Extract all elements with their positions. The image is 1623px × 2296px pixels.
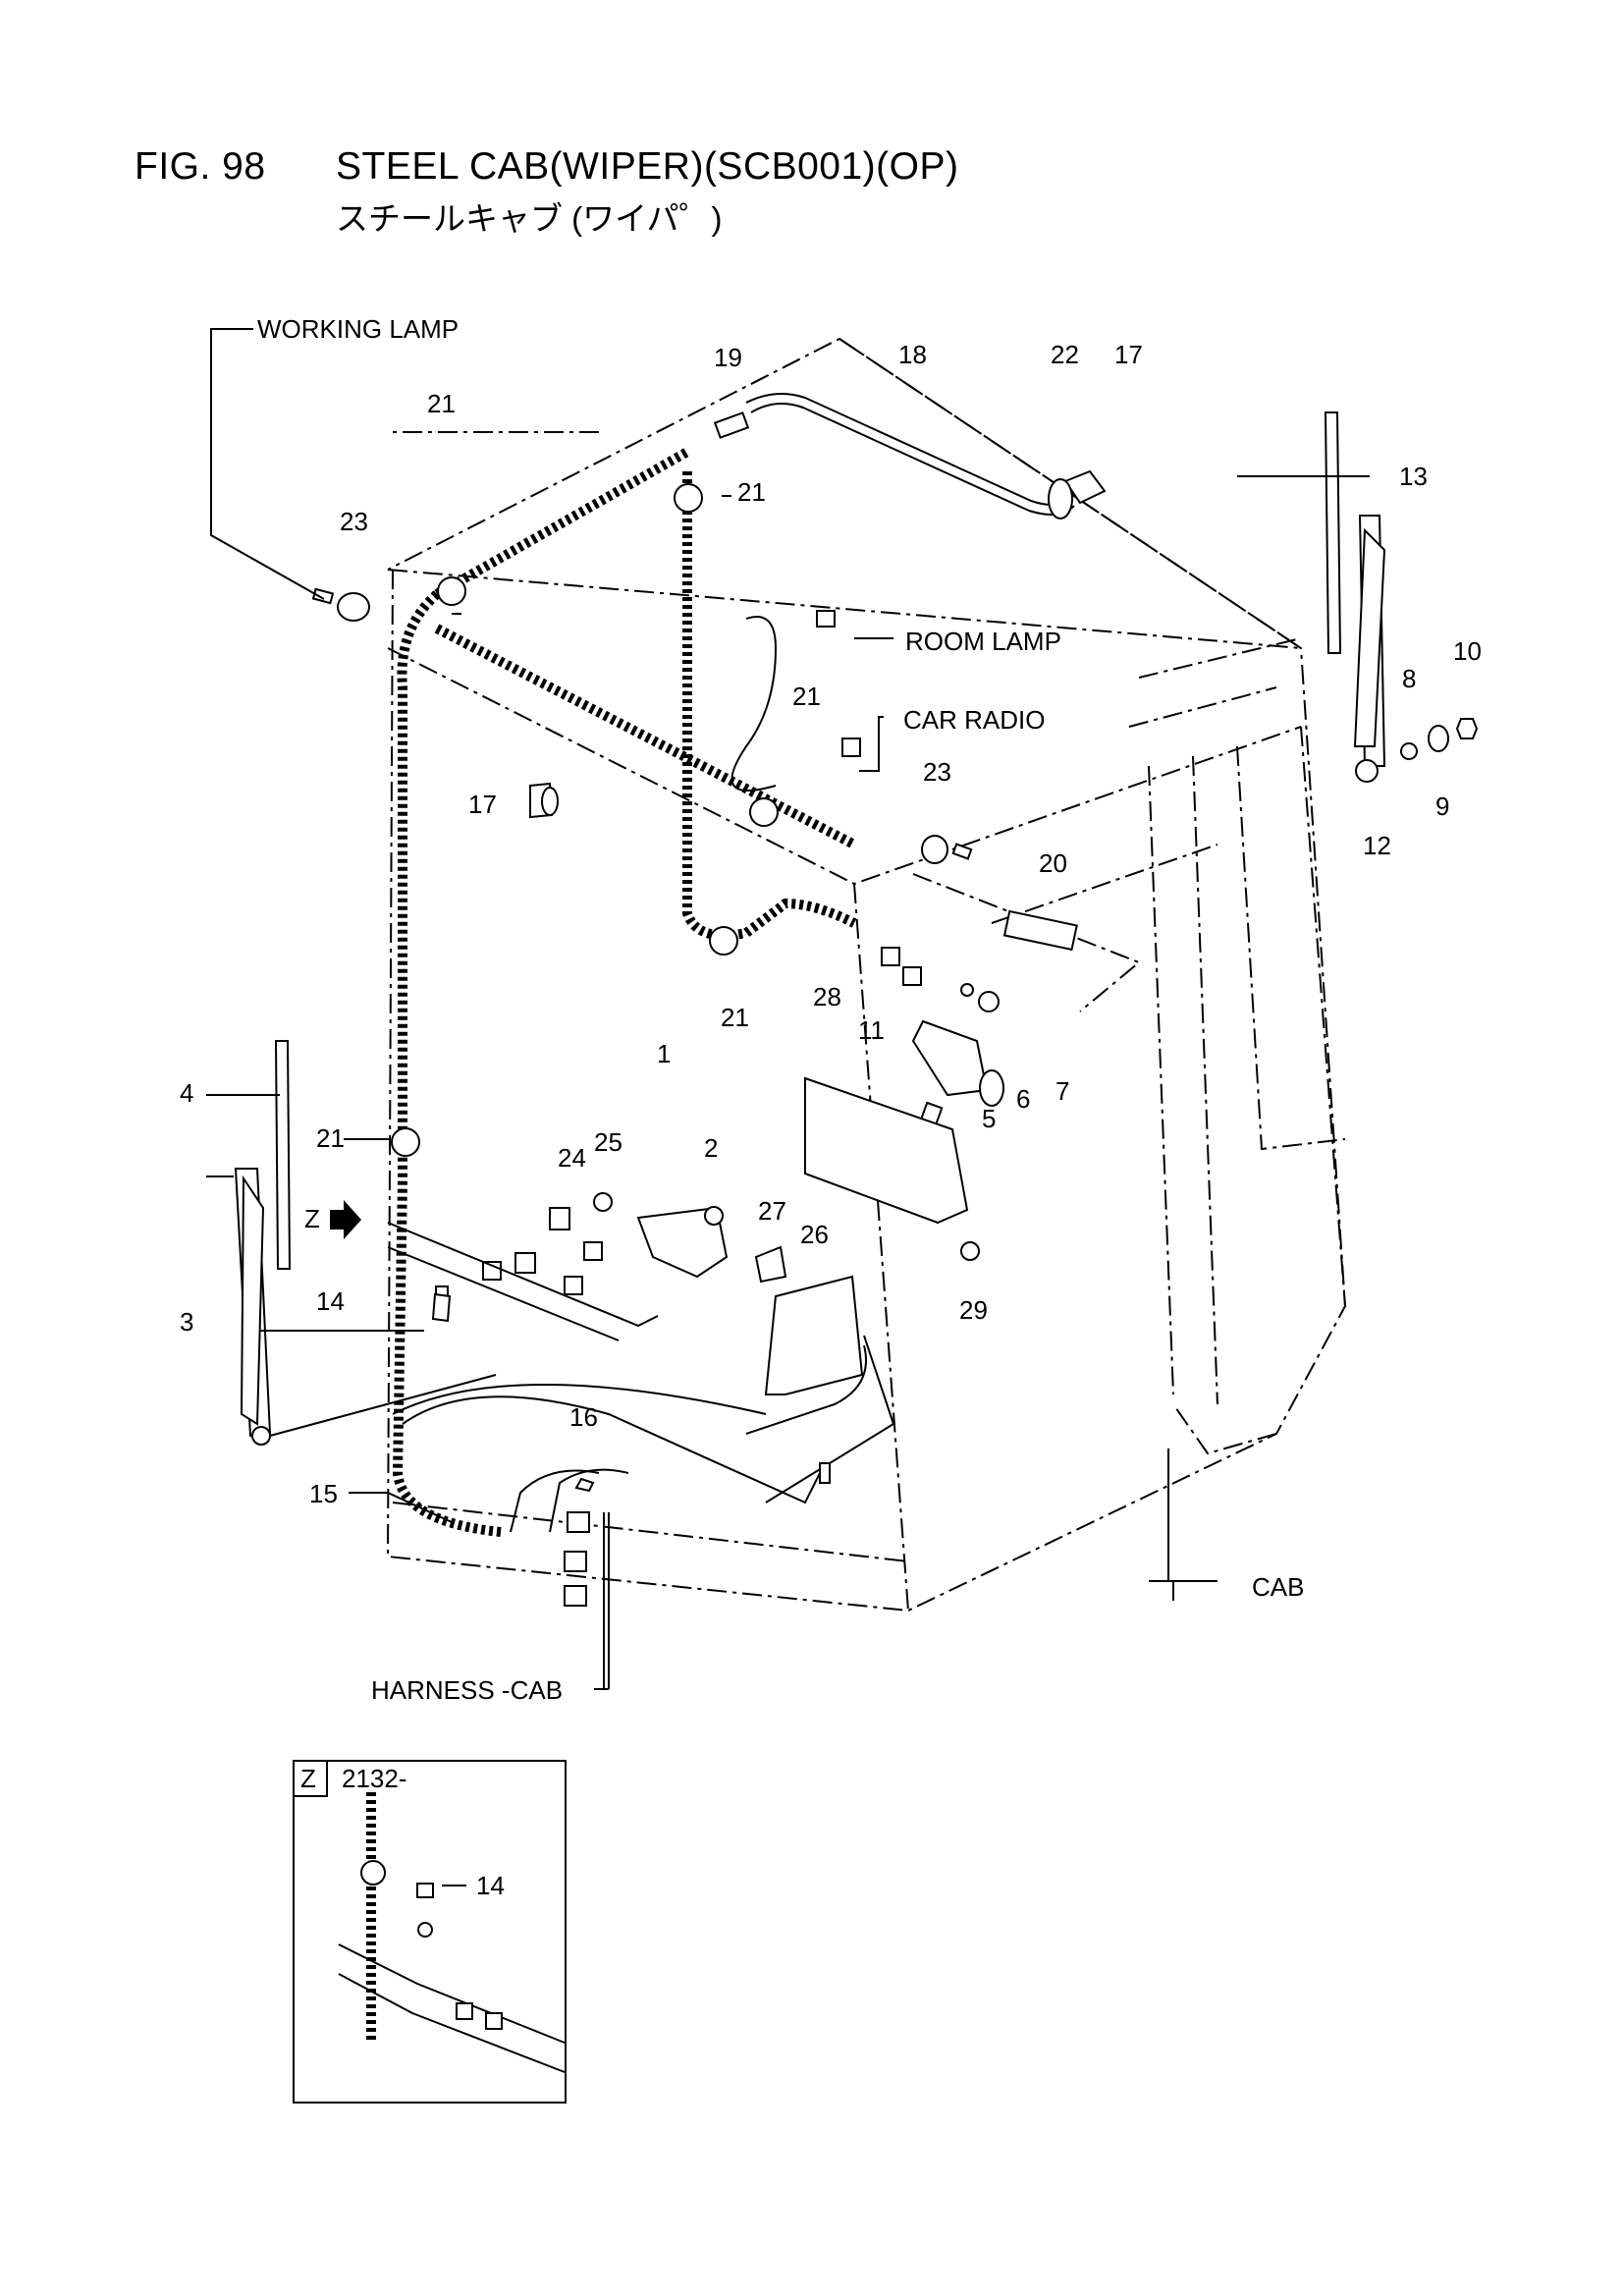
part-label: 26 bbox=[800, 1220, 829, 1249]
wiper-motor-assembly bbox=[387, 909, 1078, 1395]
detail-letter: Z bbox=[300, 1764, 316, 1793]
car-radio-label: CAR RADIO bbox=[903, 705, 1045, 735]
part-label: 8 bbox=[1402, 664, 1416, 693]
leader-lines bbox=[206, 328, 1370, 1690]
detail-part-label: 14 bbox=[476, 1871, 505, 1900]
part-label: 17 bbox=[468, 790, 497, 819]
part-label: 9 bbox=[1435, 792, 1449, 821]
part-label: 21 bbox=[316, 1123, 345, 1153]
part-label: 23 bbox=[340, 507, 368, 536]
figure-number: FIG. 98 bbox=[135, 145, 266, 188]
right-wiper-assembly bbox=[1324, 411, 1479, 783]
grommets-and-clamps bbox=[311, 483, 973, 1607]
part-label: 18 bbox=[898, 340, 927, 369]
part-label: 12 bbox=[1363, 831, 1391, 860]
part-label: 21 bbox=[792, 682, 821, 711]
figure-header: FIG. 98 STEEL CAB(WIPER)(SCB001)(OP) スチー… bbox=[135, 145, 1313, 240]
part-label: 15 bbox=[309, 1479, 338, 1508]
part-label: 2 bbox=[704, 1133, 718, 1163]
left-wiper-assembly bbox=[234, 1040, 497, 1446]
cab-outline bbox=[386, 337, 1347, 1613]
part-label: 1 bbox=[657, 1039, 671, 1068]
part-label: 6 bbox=[1016, 1084, 1030, 1114]
part-label: 28 bbox=[813, 982, 841, 1011]
part-label: 21 bbox=[737, 477, 766, 507]
part-label: 21 bbox=[721, 1003, 749, 1032]
part-label: 4 bbox=[180, 1078, 193, 1108]
part-label: 10 bbox=[1453, 636, 1482, 666]
view-arrow-icon bbox=[330, 1200, 361, 1239]
room-lamp-label: ROOM LAMP bbox=[905, 627, 1061, 656]
harness-wiring bbox=[392, 447, 895, 1537]
part-label: 14 bbox=[316, 1286, 345, 1316]
figure-title: STEEL CAB(WIPER)(SCB001)(OP) bbox=[336, 145, 959, 188]
detail-serial: 2132- bbox=[342, 1764, 407, 1793]
part-label: 3 bbox=[180, 1307, 193, 1337]
washer-hose-18 bbox=[713, 393, 1107, 519]
part-label: 22 bbox=[1051, 340, 1079, 369]
part-label: 27 bbox=[758, 1196, 786, 1226]
part-label: 7 bbox=[1055, 1076, 1069, 1106]
part-label: 19 bbox=[714, 343, 742, 372]
part-label: 16 bbox=[569, 1402, 598, 1432]
part-label: 21 bbox=[427, 389, 456, 418]
part-label: 11 bbox=[858, 1015, 885, 1045]
part-label: 17 bbox=[1114, 340, 1143, 369]
cab-label: CAB bbox=[1252, 1572, 1304, 1602]
part-label: 29 bbox=[959, 1295, 988, 1325]
part-label: 23 bbox=[923, 757, 951, 787]
part-label: 25 bbox=[594, 1127, 622, 1157]
detail-view-z bbox=[293, 1760, 567, 2104]
part-label: 5 bbox=[982, 1104, 996, 1133]
part-number-labels: 1 2 3 4 5 6 7 8 9 10 11 12 13 14 15 16 1… bbox=[180, 340, 1482, 1508]
detail-labels: Z 2132- 14 bbox=[300, 1764, 505, 1900]
part-label: 24 bbox=[558, 1143, 586, 1173]
figure-subtitle: スチールキャブ (ワイパ゜) bbox=[336, 200, 723, 237]
callout-labels: WORKING LAMP ROOM LAMP CAR RADIO CAB HAR… bbox=[257, 314, 1304, 1705]
part-label: 20 bbox=[1039, 848, 1067, 878]
figure-title-row: FIG. 98 STEEL CAB(WIPER)(SCB001)(OP) bbox=[135, 145, 1313, 189]
harness-cab-label: HARNESS -CAB bbox=[371, 1675, 563, 1705]
z-view-label: Z bbox=[304, 1204, 320, 1233]
part-label: 13 bbox=[1399, 462, 1428, 491]
working-lamp-label: WORKING LAMP bbox=[257, 314, 459, 344]
